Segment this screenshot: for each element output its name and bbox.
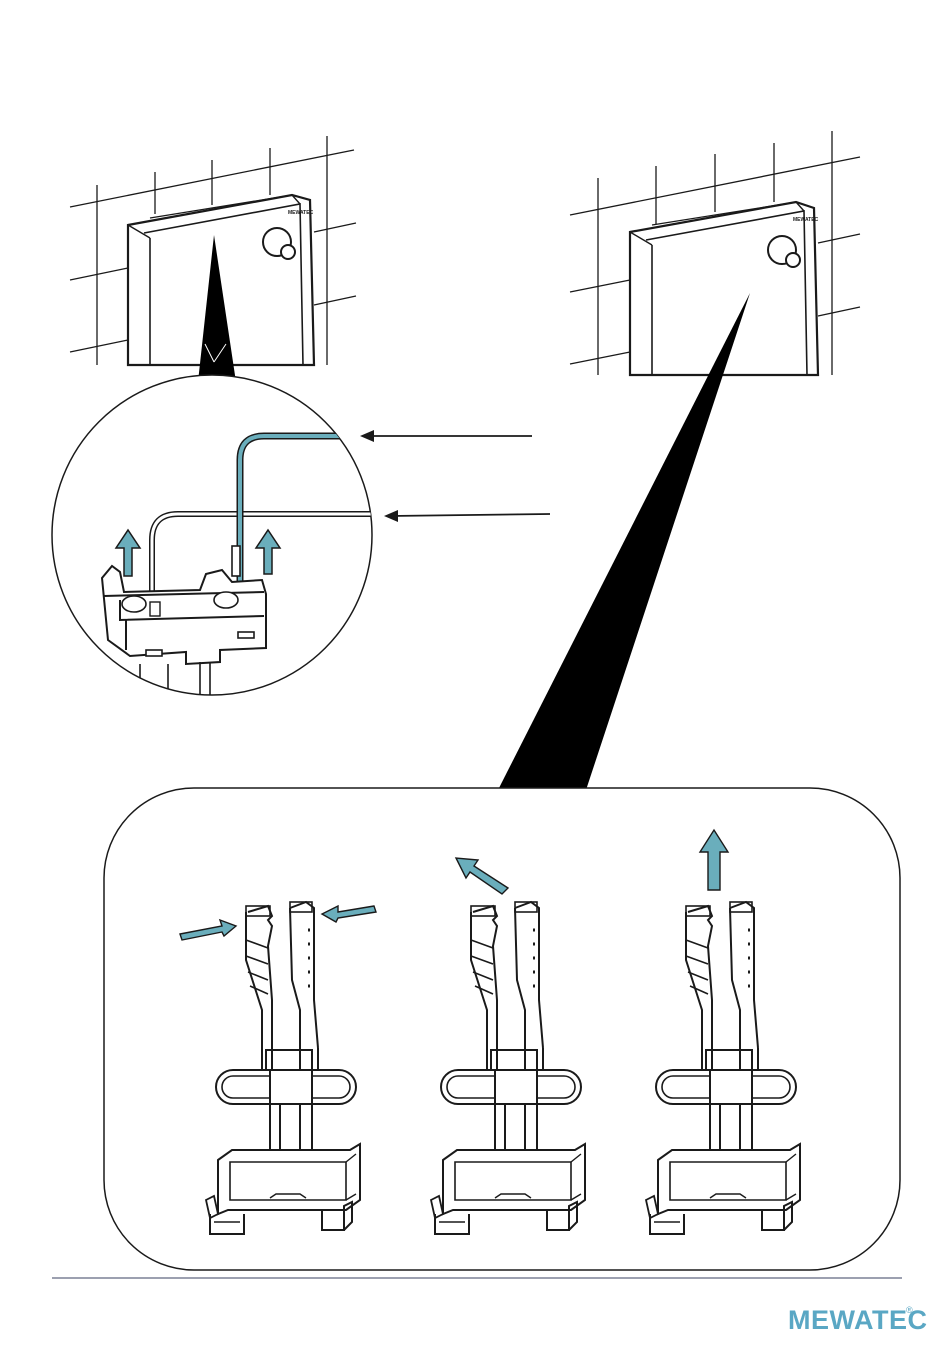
flush-button-small-right	[786, 253, 800, 267]
wall-view-left: MEWATEC	[70, 136, 356, 382]
callout-arrow-white-rod	[384, 510, 550, 522]
detail-circle	[52, 375, 390, 700]
steps-panel	[104, 788, 900, 1270]
flush-button-small	[281, 245, 295, 259]
callout-arrow-teal-rod	[360, 430, 532, 442]
footer-brand-mark: ®	[906, 1305, 913, 1315]
wall-view-right: MEWATEC	[570, 131, 860, 375]
plate-logo-text: MEWATEC	[288, 210, 314, 216]
detail-pointer-right	[498, 293, 750, 790]
mewatec-logo-icon: MEWATEC ®	[788, 1305, 918, 1345]
plate-logo-text-right: MEWATEC	[793, 217, 819, 223]
